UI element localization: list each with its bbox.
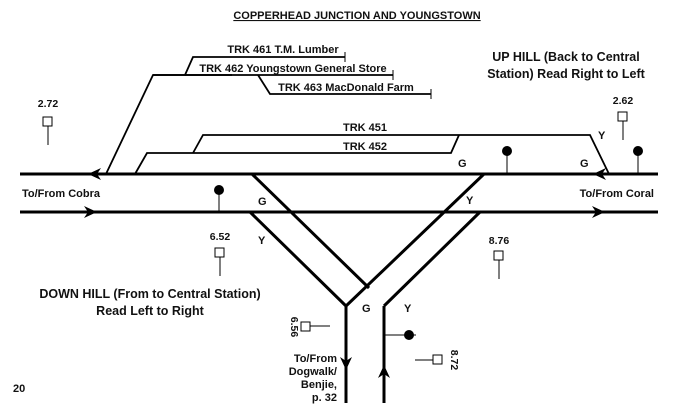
siding-461 <box>153 56 345 76</box>
dwarf-signal[interactable] <box>502 146 512 174</box>
arrow-down-icon <box>340 357 352 370</box>
svg-text:Read Left to Right: Read Left to Right <box>96 304 204 318</box>
aspect-y: Y <box>404 303 412 315</box>
page-number: 20 <box>13 383 25 395</box>
svg-text:Station) Read Right to Left: Station) Read Right to Left <box>487 67 645 81</box>
arrow-left-icon <box>593 168 606 180</box>
svg-text:p. 32: p. 32 <box>312 392 337 404</box>
dwarf-signal[interactable] <box>384 330 416 340</box>
arrow-left-icon <box>88 168 101 180</box>
aspect-g: G <box>362 303 371 315</box>
svg-text:2.62: 2.62 <box>613 95 634 107</box>
down-hill-note: DOWN HILL (From to Central Station) Read… <box>39 287 260 318</box>
dwarf-signal[interactable] <box>633 146 643 174</box>
siding-label-451: TRK 451 <box>343 122 387 134</box>
aspect-y: Y <box>466 195 474 207</box>
signal-8-76[interactable]: 8.76 <box>489 235 510 279</box>
svg-text:UP HILL (Back to Central: UP HILL (Back to Central <box>492 50 640 64</box>
signal-2-62[interactable]: 2.62 <box>613 95 634 140</box>
arrow-right-icon <box>592 206 605 218</box>
destination-dogwalk-benjie: To/From Dogwalk/ Benjie, p. 32 <box>289 353 338 404</box>
siding-451 <box>192 134 610 175</box>
svg-text:Benjie,: Benjie, <box>301 379 337 391</box>
signal-8-72[interactable]: 8.72 <box>415 350 460 371</box>
siding-label-462: TRK 462 Youngstown General Store <box>199 63 386 75</box>
main-track-lower <box>20 206 658 218</box>
destination-coral: To/From Coral <box>580 188 654 200</box>
svg-text:6.56: 6.56 <box>288 317 300 338</box>
svg-text:8.76: 8.76 <box>489 235 510 247</box>
siding-label-463: TRK 463 MacDonald Farm <box>278 82 414 94</box>
svg-text:Dogwalk/: Dogwalk/ <box>289 366 337 378</box>
svg-text:To/From: To/From <box>294 353 337 365</box>
dwarf-signal[interactable] <box>214 185 224 212</box>
svg-text:2.72: 2.72 <box>38 98 59 110</box>
siding-lead <box>105 74 232 175</box>
siding-group-451-452: TRK 451 TRK 452 <box>134 122 610 175</box>
svg-text:DOWN HILL (From to Central Sta: DOWN HILL (From to Central Station) <box>39 287 260 301</box>
up-hill-note: UP HILL (Back to Central Station) Read R… <box>487 50 645 81</box>
siding-463 <box>257 74 431 95</box>
signal-6-52[interactable]: 6.52 <box>210 231 231 276</box>
signal-2-72[interactable]: 2.72 <box>38 98 59 145</box>
siding-452 <box>193 134 460 154</box>
aspect-g: G <box>258 196 267 208</box>
aspect-y: Y <box>598 130 606 142</box>
svg-text:6.52: 6.52 <box>210 231 231 243</box>
siding-452-lead <box>134 152 193 175</box>
arrow-up-icon <box>378 365 390 378</box>
destination-cobra: To/From Cobra <box>22 188 101 200</box>
svg-text:8.72: 8.72 <box>448 350 460 371</box>
arrow-right-icon <box>84 206 97 218</box>
siding-group-youngstown: TRK 461 T.M. Lumber TRK 462 Youngstown G… <box>105 44 432 175</box>
signal-6-56[interactable]: 6.56 <box>288 317 330 338</box>
siding-label-452: TRK 452 <box>343 141 387 153</box>
main-track-upper <box>20 168 658 180</box>
aspect-g: G <box>580 158 589 170</box>
aspect-y: Y <box>258 235 266 247</box>
aspect-g: G <box>458 158 467 170</box>
siding-label-461: TRK 461 T.M. Lumber <box>227 44 339 56</box>
diagram-title: COPPERHEAD JUNCTION AND YOUNGSTOWN <box>233 10 480 22</box>
wye-junction <box>248 172 486 403</box>
